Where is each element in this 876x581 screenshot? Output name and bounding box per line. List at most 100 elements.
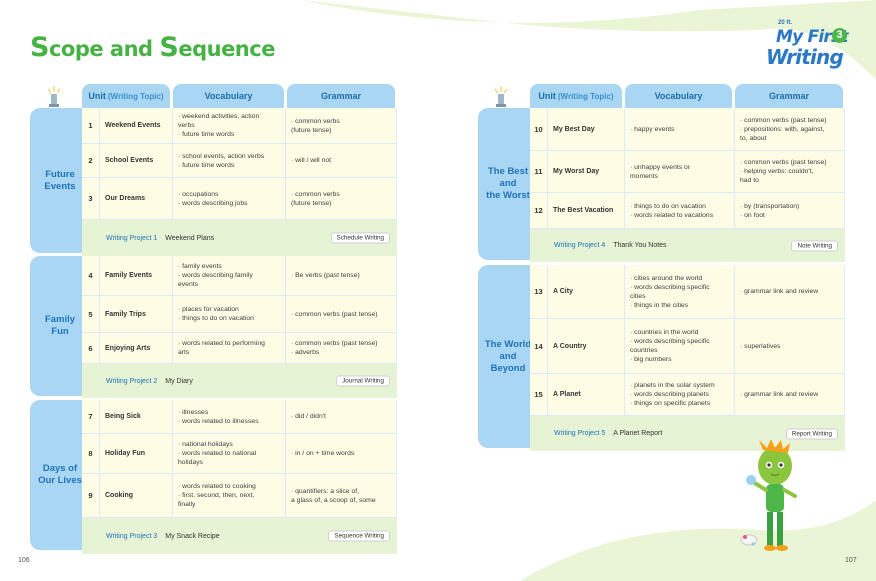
unit-number: 6 <box>82 333 100 364</box>
grammar-cell: · common verbs (past tense) · helping ve… <box>735 151 845 193</box>
writing-project-row: Writing Project 4 Thank You Notes Note W… <box>530 229 845 262</box>
writing-project-row: Writing Project 5 A Planet Report Report… <box>530 416 845 451</box>
project-title: Weekend Plans <box>165 234 215 242</box>
table-row: 6 Enjoying Arts · words related to perfo… <box>82 333 397 364</box>
unit-title: Our Dreams <box>100 178 173 220</box>
vocabulary-cell: · school events, action verbs · future t… <box>173 144 286 178</box>
writing-project-row: Writing Project 1 Weekend Plans Schedule… <box>82 220 397 256</box>
table-row: 5 Family Trips · places for vacation · t… <box>82 296 397 333</box>
vocabulary-cell: · illnesses · words related to illnesses <box>173 400 286 434</box>
unit-number: 1 <box>82 108 100 144</box>
unit-title: Cooking <box>100 474 173 518</box>
vocabulary-cell: · weekend activities, action verbs · fut… <box>173 108 286 144</box>
unit-number: 15 <box>530 374 548 416</box>
table-row: 12 The Best Vacation · things to do on v… <box>530 193 845 229</box>
project-title: Thank You Notes <box>613 242 667 249</box>
grammar-cell: · by (transportation) · on foot <box>735 193 845 229</box>
vocabulary-cell: · cities around the world · words descri… <box>625 265 735 319</box>
table-row: 10 My Best Day · happy events · common v… <box>530 108 845 151</box>
grammar-cell: · did / didn't <box>286 400 397 434</box>
unit-number: 12 <box>530 193 548 229</box>
page-number-right: 107 <box>845 557 857 564</box>
grammar-cell: · grammar link and review <box>735 265 845 319</box>
project-type-tag: Note Writing <box>791 240 838 251</box>
logo-line2: Writing <box>766 45 844 69</box>
grammar-cell: · common verbs (future tense) <box>286 178 397 220</box>
project-title: My Diary <box>165 377 193 385</box>
series-logo: 20 ft. My First Writing 3 <box>762 18 852 73</box>
vocabulary-cell: · places for vacation · things to do on … <box>173 296 286 333</box>
grammar-cell: · Be verbs (past tense) <box>286 256 397 296</box>
unit-group-label: The World and Beyond <box>478 265 538 448</box>
project-type-tag: Sequence Writing <box>328 530 390 542</box>
table-row: 9 Cooking · words related to cooking · f… <box>82 474 397 518</box>
unit-group-label: The Best and the Worst <box>478 108 538 260</box>
unit-title: The Best Vacation <box>548 193 625 229</box>
logo-level-badge: 3 <box>832 28 847 43</box>
logo-small-text: 20 ft. <box>778 20 793 26</box>
unit-number: 7 <box>82 400 100 434</box>
unit-number: 14 <box>530 319 548 374</box>
grammar-cell: · quantifiers: a slice of, a glass of, a… <box>286 474 397 518</box>
table-row: 13 A City · cities around the world · wo… <box>530 265 845 319</box>
unit-title: Holiday Fun <box>100 434 173 474</box>
vocabulary-cell: · words related to performing arts <box>173 333 286 364</box>
project-title: A Planet Report <box>613 430 663 437</box>
unit-number: 8 <box>82 434 100 474</box>
unit-number: 5 <box>82 296 100 333</box>
project-type-tag: Report Writing <box>785 428 838 439</box>
lamp-icon <box>494 86 508 107</box>
unit-number: 3 <box>82 178 100 220</box>
vocabulary-cell: · planets in the solar system · words de… <box>625 374 735 416</box>
grammar-cell: · common verbs (past tense) · prepositio… <box>735 108 845 151</box>
table-row: 4 Family Events · family events · words … <box>82 256 397 296</box>
table-row: 11 My Worst Day · unhappy events or mome… <box>530 151 845 193</box>
unit-title: Enjoying Arts <box>100 333 173 364</box>
grammar-column-header: Grammar <box>287 84 395 108</box>
vocabulary-cell: · occupations · words describing jobs <box>173 178 286 220</box>
project-label: Writing Project 3 <box>106 532 158 540</box>
grammar-cell: · superlatives <box>735 319 845 374</box>
table-row: 1 Weekend Events · weekend activities, a… <box>82 108 397 144</box>
project-label: Writing Project 5 <box>554 430 606 437</box>
unit-title: My Worst Day <box>548 151 625 193</box>
unit-title: Family Events <box>100 256 173 296</box>
page-title: Scope and Sequence <box>30 32 275 63</box>
project-label: Writing Project 4 <box>554 242 606 249</box>
grammar-column-header: Grammar <box>735 84 843 108</box>
vocabulary-cell: · countries in the world · words describ… <box>625 319 735 374</box>
vocabulary-cell: · words related to cooking · first, seco… <box>173 474 286 518</box>
unit-group-label: Future Events <box>30 108 90 253</box>
vocabulary-cell: · unhappy events or moments <box>625 151 735 193</box>
lamp-icon <box>47 86 61 107</box>
vocabulary-cell: · things to do on vacation · words relat… <box>625 193 735 229</box>
unit-title: A City <box>548 265 625 319</box>
unit-title: My Best Day <box>548 108 625 151</box>
unit-number: 11 <box>530 151 548 193</box>
writing-project-row: Writing Project 2 My Diary Journal Writi… <box>82 364 397 398</box>
unit-title: School Events <box>100 144 173 178</box>
table-row: 7 Being Sick · illnesses · words related… <box>82 400 397 434</box>
logo-line1: My First <box>776 27 848 47</box>
grammar-cell: · common verbs (past tense) · adverbs <box>286 333 397 364</box>
vocabulary-column-header: Vocabulary <box>625 84 732 108</box>
table-row: 15 A Planet · planets in the solar syste… <box>530 374 845 416</box>
unit-title: A Planet <box>548 374 625 416</box>
grammar-cell: · will / will not <box>286 144 397 178</box>
vocabulary-cell: · happy events <box>625 108 735 151</box>
grammar-cell: · common verbs (past tense) <box>286 296 397 333</box>
unit-number: 2 <box>82 144 100 178</box>
unit-title: A Country <box>548 319 625 374</box>
unit-title: Being Sick <box>100 400 173 434</box>
project-title: My Snack Recipe <box>165 532 220 540</box>
table-row: 14 A Country · countries in the world · … <box>530 319 845 374</box>
table-row: 8 Holiday Fun · national holidays · word… <box>82 434 397 474</box>
unit-column-header: Unit(Writing Topic) <box>530 84 622 108</box>
project-type-tag: Journal Writing <box>336 375 390 387</box>
unit-column-header: Unit(Writing Topic) <box>82 84 170 108</box>
unit-number: 9 <box>82 474 100 518</box>
page-number-left: 106 <box>18 557 30 564</box>
mascot-illustration <box>740 440 797 551</box>
unit-number: 4 <box>82 256 100 296</box>
